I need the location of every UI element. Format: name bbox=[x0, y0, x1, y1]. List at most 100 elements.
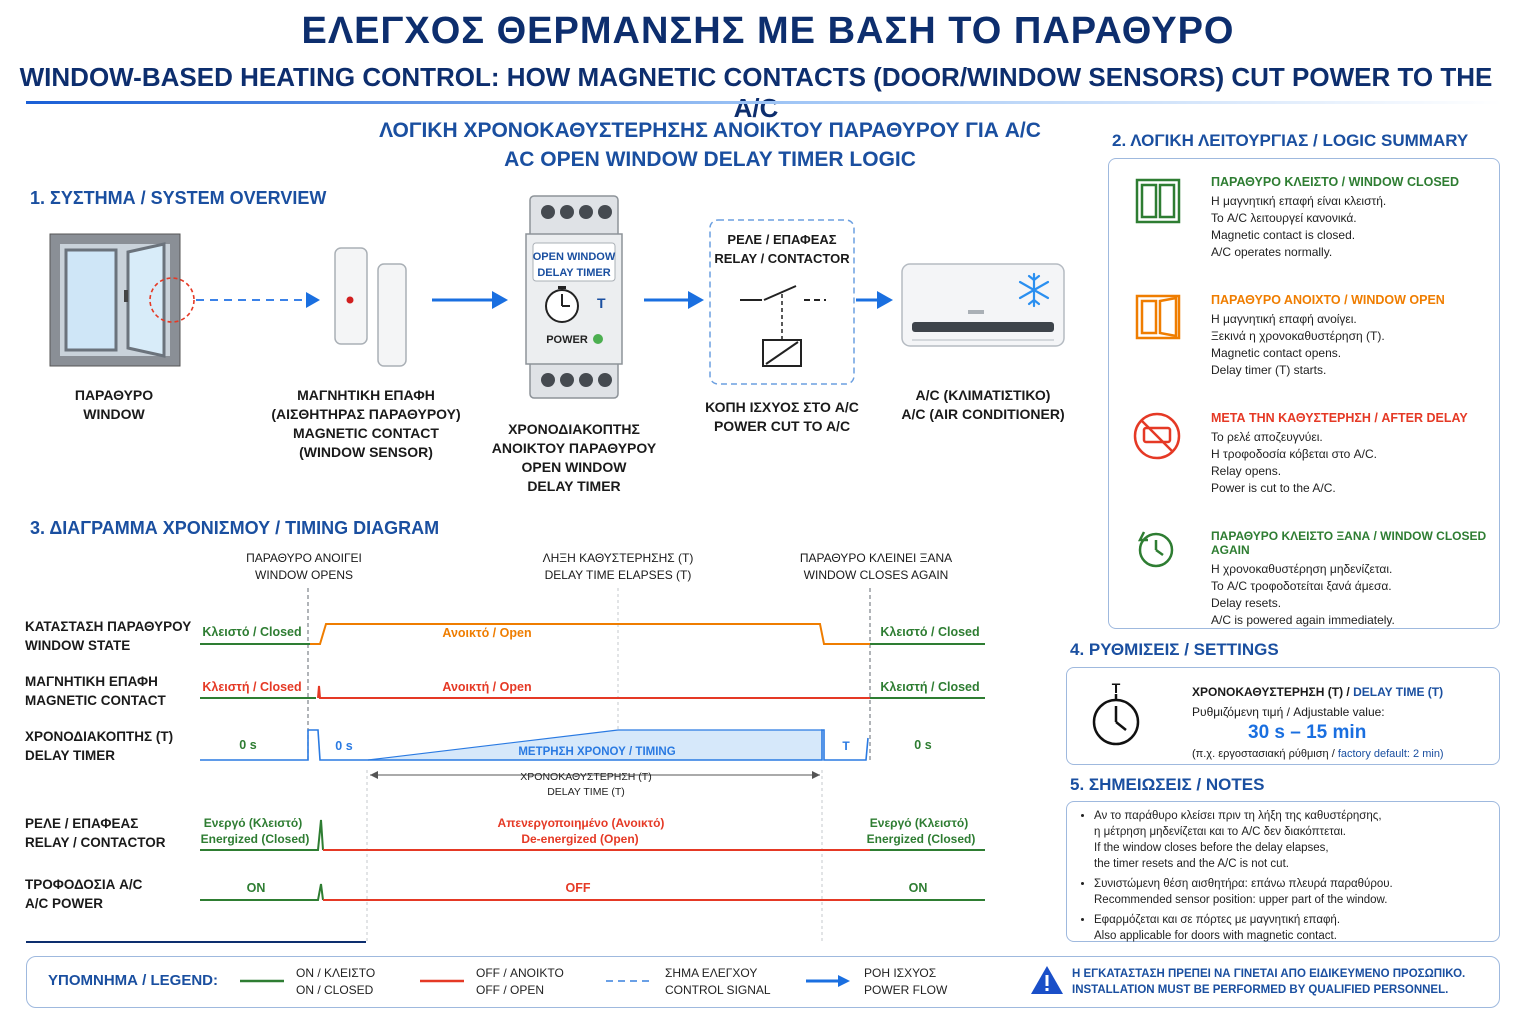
logic-title-line1: ΛΟΓΙΚΗ ΧΡΟΝΟΚΑΘΥΣΤΕΡΗΣΗΣ ΑΝΟΙΚΤΟΥ ΠΑΡΑΘΥ… bbox=[379, 119, 1041, 142]
legend-item-power-flow: ΡΟΗ ΙΣΧΥΟΣ POWER FLOW bbox=[864, 965, 947, 999]
summary-item-line: Delay timer (T) starts. bbox=[1211, 363, 1327, 377]
timer-screen-line1: OPEN WINDOW bbox=[533, 251, 616, 263]
stopwatch-t-label: T bbox=[1112, 680, 1121, 696]
summary-item-title: ΠΑΡΑΘΥΡΟ ΚΛΕΙΣΤΟ / WINDOW CLOSED bbox=[1211, 175, 1460, 189]
timer-caption-line3: OPEN WINDOW bbox=[521, 459, 627, 475]
row-label-magnetic-contact: ΜΑΓΝΗΤΙΚΗ ΕΠΑΦΗ MAGNETIC CONTACT bbox=[25, 672, 166, 710]
legend-item-label: POWER FLOW bbox=[864, 983, 948, 997]
power-flow-arrow-icon bbox=[492, 291, 508, 309]
summary-item-line: Relay opens. bbox=[1211, 464, 1282, 478]
warning-line-en: INSTALLATION MUST BE PERFORMED BY QUALIF… bbox=[1072, 984, 1449, 996]
arrow-icon bbox=[838, 975, 850, 987]
window-closed-icon bbox=[1135, 178, 1181, 224]
page-subtitle: WINDOW-BASED HEATING CONTROL: HOW MAGNET… bbox=[19, 62, 1493, 123]
ac-caption: A/C (ΚΛΙΜΑΤΙΣΤΙΚΟ) A/C (AIR CONDITIONER) bbox=[888, 386, 1078, 424]
ac-caption-line2: A/C (AIR CONDITIONER) bbox=[901, 406, 1065, 422]
row-label-gr: ΧΡΟΝΟΔΙΑΚΟΠΤΗΣ (T) bbox=[25, 729, 174, 744]
factory-default-note: (π.χ. εργοστασιακή ρύθμιση / factory def… bbox=[1192, 744, 1492, 764]
delay-time-label-gr: ΧΡΟΝΟΚΑΘΥΣΤΕΡΗΣΗ (T) / bbox=[1192, 685, 1354, 699]
delay-time-value: 30 s – 15 min bbox=[1248, 722, 1367, 743]
note-line: η μέτρηση μηδενίζεται και το A/C δεν δια… bbox=[1094, 826, 1346, 838]
adjustable-value-label: Ρυθμιζόμενη τιμή / Adjustable value: bbox=[1192, 705, 1385, 719]
summary-item-title: ΜΕΤΑ ΤΗΝ ΚΑΘΥΣΤΕΡΗΣΗ / AFTER DELAY bbox=[1211, 411, 1468, 425]
legend-item-on: ON / ΚΛΕΙΣΤΟ ON / CLOSED bbox=[296, 965, 375, 999]
settings-content: ΧΡΟΝΟΚΑΘΥΣΤΕΡΗΣΗ (T) / DELAY TIME (T) Ρυ… bbox=[1192, 682, 1492, 764]
row-label-gr: ΤΡΟΦΟΔΟΣΙΑ A/C bbox=[25, 877, 143, 892]
state-text: Ενεργό (Κλειστό) bbox=[870, 816, 968, 830]
window-caption-en: WINDOW bbox=[83, 406, 145, 422]
logic-summary-list: ΠΑΡΑΘΥΡΟ ΚΛΕΙΣΤΟ / WINDOW CLOSED Η μαγνη… bbox=[1211, 175, 1501, 629]
note-line: If the window closes before the delay el… bbox=[1094, 842, 1329, 854]
timing-diagram-title: 3. ΔΙΑΓΡΑΜΜΑ ΧΡΟΝΙΣΜΟΥ / TIMING DIAGRAM bbox=[30, 518, 440, 538]
note-line: Recommended sensor position: upper part … bbox=[1094, 894, 1388, 906]
event-label-gr: ΠΑΡΑΘΥΡΟ ΚΛΕΙΝΕΙ ΞΑΝΑ bbox=[799, 551, 953, 565]
summary-item-line: A/C is powered again immediately. bbox=[1211, 613, 1395, 627]
factory-default-gr: (π.χ. εργοστασιακή ρύθμιση / bbox=[1192, 748, 1338, 760]
note-line: Συνιστώμενη θέση αισθητήρα: επάνω πλευρά… bbox=[1094, 878, 1393, 890]
event-window-opens: ΠΑΡΑΘΥΡΟ ΑΝΟΙΓΕΙ WINDOW OPENS bbox=[214, 550, 394, 584]
sensor-caption-line2: (ΑΙΣΘΗΤΗΡΑΣ ΠΑΡΑΘΥΡΟΥ) bbox=[271, 406, 461, 422]
state-text: 0 s bbox=[335, 739, 352, 753]
row-label-en: MAGNETIC CONTACT bbox=[25, 693, 166, 708]
clock-reset-icon bbox=[1137, 531, 1174, 568]
sensor-caption: ΜΑΓΝΗΤΙΚΗ ΕΠΑΦΗ (ΑΙΣΘΗΤΗΡΑΣ ΠΑΡΑΘΥΡΟΥ) M… bbox=[266, 386, 466, 462]
summary-item-line: A/C operates normally. bbox=[1211, 245, 1333, 259]
stopwatch-icon: T bbox=[1092, 680, 1140, 746]
row-label-en: DELAY TIMER bbox=[25, 748, 116, 763]
arrow-icon bbox=[812, 771, 820, 779]
timing-diagram: Κλειστό / Closed Ανοικτό / Open Κλειστό … bbox=[26, 588, 985, 944]
timer-caption: ΧΡΟΝΟΔΙΑΚΟΠΤΗΣ ΑΝΟΙΚΤΟΥ ΠΑΡΑΘΥΡΟΥ OPEN W… bbox=[484, 420, 664, 496]
state-text: Energized (Closed) bbox=[867, 832, 976, 846]
legend-title: ΥΠΟΜΝΗΜΑ / LEGEND: bbox=[48, 972, 218, 989]
summary-item-title: ΠΑΡΑΘΥΡΟ ΑΝΟΙΧΤΟ / WINDOW OPEN bbox=[1211, 293, 1445, 307]
warning-icon bbox=[1031, 966, 1063, 994]
arrow-icon bbox=[370, 771, 378, 779]
delay-time-label-en: DELAY TIME (T) bbox=[547, 786, 625, 798]
logic-title: ΛΟΓΙΚΗ ΧΡΟΝΟΚΑΘΥΣΤΕΡΗΣΗΣ ΑΝΟΙΚΤΟΥ ΠΑΡΑΘΥ… bbox=[330, 116, 1090, 174]
note-line: Εφαρμόζεται και σε πόρτες με μαγνητική ε… bbox=[1094, 914, 1341, 926]
logic-summary-title: 2. ΛΟΓΙΚΗ ΛΕΙΤΟΥΡΓΙΑΣ / LOGIC SUMMARY bbox=[1112, 131, 1469, 150]
settings-title: 4. ΡΥΘΜΙΣΕΙΣ / SETTINGS bbox=[1070, 640, 1279, 659]
state-text: 0 s bbox=[239, 738, 256, 752]
relay-signal bbox=[200, 819, 985, 851]
summary-item-line: Η μαγνητική επαφή ανοίγει. bbox=[1211, 312, 1357, 326]
state-text: Energized (Closed) bbox=[201, 832, 310, 846]
row-label-en: A/C POWER bbox=[25, 896, 104, 911]
note-line: Αν το παράθυρο κλείσει πριν τη λήξη της … bbox=[1094, 810, 1382, 822]
page-title: ΕΛΕΓΧΟΣ ΘΕΡΜΑΝΣΗΣ ΜΕ ΒΑΣΗ ΤΟ ΠΑΡΑΘΥΡΟ bbox=[301, 10, 1235, 52]
timer-caption-line4: DELAY TIMER bbox=[527, 478, 621, 494]
summary-item-line: Magnetic contact is closed. bbox=[1211, 228, 1356, 242]
timer-caption-line1: ΧΡΟΝΟΔΙΑΚΟΠΤΗΣ bbox=[508, 421, 640, 437]
note-item: Συνιστώμενη θέση αισθητήρα: επάνω πλευρά… bbox=[1094, 876, 1514, 908]
summary-item-line: Ξεκινά η χρονοκαθυστέρηση (T). bbox=[1211, 329, 1385, 343]
state-text: Κλειστή / Closed bbox=[202, 680, 301, 694]
state-text: Ανοικτή / Open bbox=[442, 680, 531, 694]
summary-item-title: ΠΑΡΑΘΥΡΟ ΚΛΕΙΣΤΟ ΞΑΝΑ / WINDOW CLOSED AG… bbox=[1211, 529, 1487, 557]
window-caption-gr: ΠΑΡΑΘΥΡΟ bbox=[74, 387, 154, 403]
event-label-gr: ΠΑΡΑΘΥΡΟ ΑΝΟΙΓΕΙ bbox=[246, 551, 362, 565]
window-state-signal bbox=[200, 623, 985, 645]
legend-swatches bbox=[240, 975, 850, 987]
legend-item-off: OFF / ΑΝΟΙΚΤΟ OFF / OPEN bbox=[476, 965, 564, 999]
delay-time-setting-label: ΧΡΟΝΟΚΑΘΥΣΤΕΡΗΣΗ (T) / DELAY TIME (T) bbox=[1192, 682, 1492, 702]
state-text: Κλειστό / Closed bbox=[202, 625, 301, 639]
installation-warning: Η ΕΓΚΑΤΑΣΤΑΣΗ ΠΡΕΠΕΙ ΝΑ ΓΙΝΕΤΑΙ ΑΠΟ ΕΙΔΙ… bbox=[1072, 966, 1465, 998]
summary-item-after-delay: ΜΕΤΑ ΤΗΝ ΚΑΘΥΣΤΕΡΗΣΗ / AFTER DELAY Το ρε… bbox=[1211, 411, 1501, 529]
delay-timer-signal bbox=[200, 729, 869, 761]
timer-t-label: T bbox=[597, 295, 606, 311]
note-line: Also applicable for doors with magnetic … bbox=[1094, 930, 1337, 942]
relay-caption-line1: ΚΟΠΗ ΙΣΧΥΟΣ ΣΤΟ A/C bbox=[705, 399, 859, 415]
summary-item-line: Delay resets. bbox=[1211, 596, 1282, 610]
relay-title-line2: RELAY / CONTACTOR bbox=[714, 251, 850, 266]
legend-item-control-signal: ΣΗΜΑ ΕΛΕΓΧΟΥ CONTROL SIGNAL bbox=[665, 965, 771, 999]
note-line: the timer resets and the A/C is not cut. bbox=[1094, 858, 1289, 870]
summary-item-line: Magnetic contact opens. bbox=[1211, 346, 1342, 360]
row-label-en: RELAY / CONTACTOR bbox=[25, 835, 166, 850]
delay-timer-device bbox=[525, 195, 623, 399]
logic-summary-icons bbox=[1133, 178, 1181, 568]
state-text: ON bbox=[909, 881, 928, 895]
system-overview-title: 1. ΣΥΣΤΗΜΑ / SYSTEM OVERVIEW bbox=[30, 188, 327, 208]
snowflake-icon bbox=[1018, 272, 1050, 308]
power-flow-arrow-icon bbox=[688, 291, 704, 309]
row-label-relay: ΡΕΛΕ / ΕΠΑΦΕΑΣ RELAY / CONTACTOR bbox=[25, 814, 166, 852]
